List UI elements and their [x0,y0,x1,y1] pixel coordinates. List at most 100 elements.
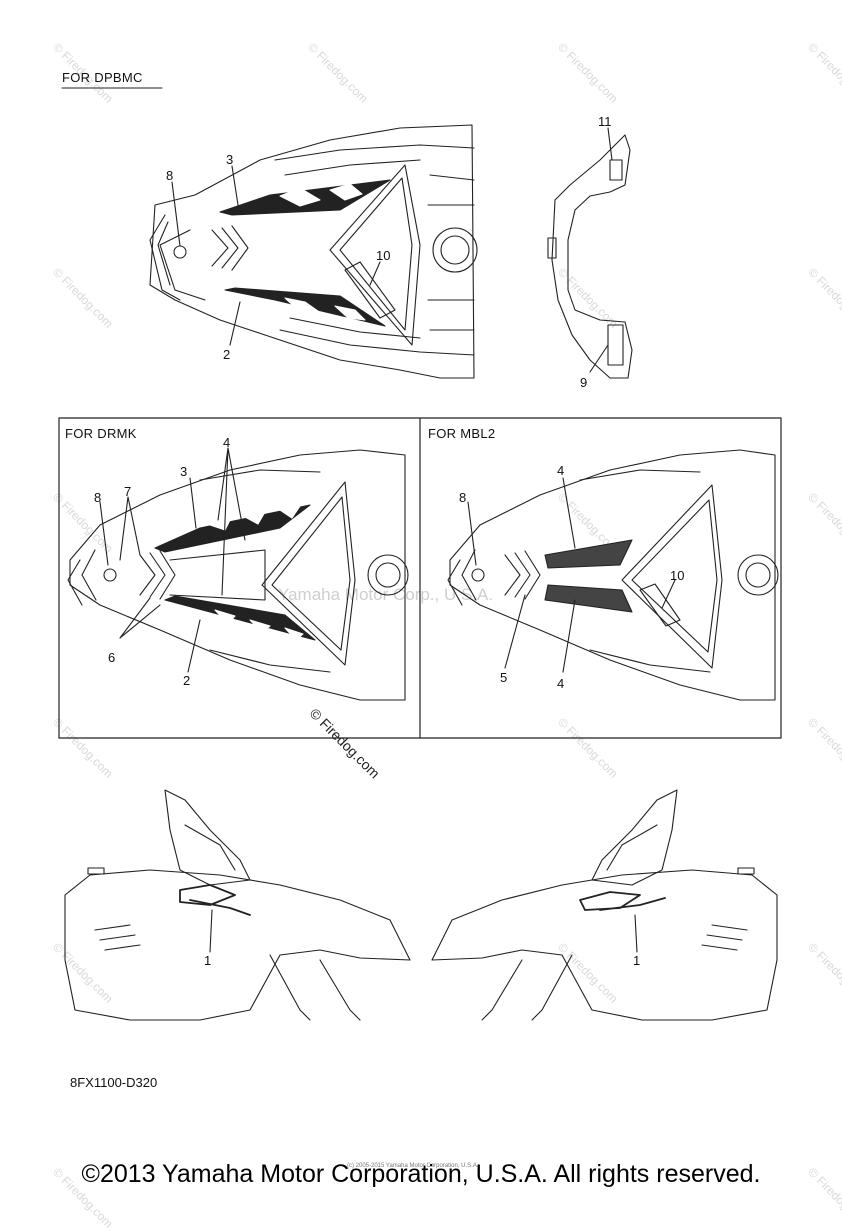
mbl2-windshield [621,484,723,669]
hood-nose-line [149,214,181,301]
drmk-emblem-8 [103,568,117,582]
callout-4: 4 [557,676,565,691]
side-mount [547,237,557,259]
callout-1-right: 1 [633,953,641,968]
section-heading-drmk: FOR DRMK [65,426,137,441]
leader-1-right [634,914,638,953]
hood-nose-inner [159,229,206,301]
left-side-panel-illustration [64,789,411,1021]
callout-7: 7 [124,484,132,499]
mbl2-stripe-upper [544,539,633,569]
leader-8-drmk [99,501,109,566]
mbl2-stripe-lower [544,584,633,613]
leader-9 [589,344,609,373]
decal-10 [344,261,396,319]
windshield [329,164,421,346]
leader-3 [231,165,239,206]
callout-8: 8 [166,168,174,183]
callout-6: 6 [108,650,116,665]
fine-print: (c) 2005-2015 Yamaha Motor Corporation, … [347,1163,479,1169]
gauge-inner [440,235,470,265]
leader-5 [504,594,526,669]
windshield-inner [339,177,413,331]
drmk-gauge [367,554,409,596]
right-side-panel-illustration [431,789,778,1021]
callout-8: 8 [94,490,102,505]
callout-2: 2 [183,673,191,688]
hood-lower-ridge [279,317,475,356]
emblem-8 [173,245,187,259]
mbl2-hood-illustration [447,449,779,701]
right-windshield-inner [606,824,658,871]
graphic-3-cutout [279,183,363,207]
drmk-graphic-3-cutout [209,505,301,531]
leader-8-mbl2 [467,501,477,566]
mbl2-ridges [579,469,711,673]
callout-11: 11 [598,114,612,129]
mbl2-decal-10 [639,583,681,627]
callout-9: 9 [580,375,588,390]
right-windshield [591,789,678,886]
chevron-emblems [211,225,249,271]
hood-upper-ridge [274,144,475,176]
leader-2 [229,301,241,346]
drmk-gauge-inner [375,562,401,588]
right-panel-lines [481,954,573,1021]
top-hood-illustration [61,87,633,379]
callout-10: 10 [670,568,685,583]
side-profile [551,134,633,379]
left-logo-decal [179,884,251,916]
copyright-footer: ©2013 Yamaha Motor Corporation, U.S.A. A… [81,1160,761,1188]
callout-3: 3 [226,152,234,167]
mbl2-gauge-inner [745,562,771,588]
drmk-graphic-2 [164,595,316,641]
drmk-windshield [261,481,356,666]
right-panel-outline [431,869,778,1021]
decal-9 [607,324,624,366]
drmk-nose [67,549,97,606]
section-heading-mbl2: FOR MBL2 [428,426,496,441]
right-logo-decal [579,891,666,911]
leader-2-drmk [187,619,201,673]
leader-4b [562,599,576,673]
drmk-hood-illustration [67,447,409,701]
drmk-ridges [199,469,331,673]
mbl2-emblem-8 [471,568,485,582]
gauge-circle [432,227,478,273]
callout-5: 5 [500,670,508,685]
drmk-windshield-inner [271,496,351,651]
parts-diagram [58,87,782,1021]
leader-1-left [209,909,213,953]
left-panel-lines [269,954,361,1021]
right-mount [737,867,755,875]
mbl2-gauge [737,554,779,596]
left-vents [94,924,141,951]
drmk-chevrons [139,550,176,600]
drmk-graphic-3 [154,504,311,553]
leader-6 [119,597,161,639]
callout-2: 2 [223,347,231,362]
leader-4 [217,447,246,596]
left-windshield [164,789,251,886]
right-vents [701,924,748,951]
left-panel-outline [64,869,411,1021]
drmk-graphic-2-cutout [214,609,304,641]
hood-vents [427,174,475,331]
left-mount [87,867,105,875]
callout-3: 3 [180,464,188,479]
section-heading-dpbmc: FOR DPBMC [62,70,143,85]
graphic-2-cutout [284,297,366,321]
diagram-reference-code: 8FX1100-D320 [70,1075,158,1090]
mbl2-nose [447,549,477,606]
callout-8: 8 [459,490,467,505]
callout-4: 4 [223,435,231,450]
mbl2-hood-outline [449,449,776,701]
callout-1-left: 1 [204,953,212,968]
drmk-center-stripe [169,549,266,601]
leader-4a [562,477,576,549]
decal-11 [609,159,623,181]
leader-10-mbl2 [661,579,676,609]
callout-10: 10 [376,248,391,263]
drmk-hood-outline [69,449,406,701]
mbl2-windshield-inner [631,499,718,653]
